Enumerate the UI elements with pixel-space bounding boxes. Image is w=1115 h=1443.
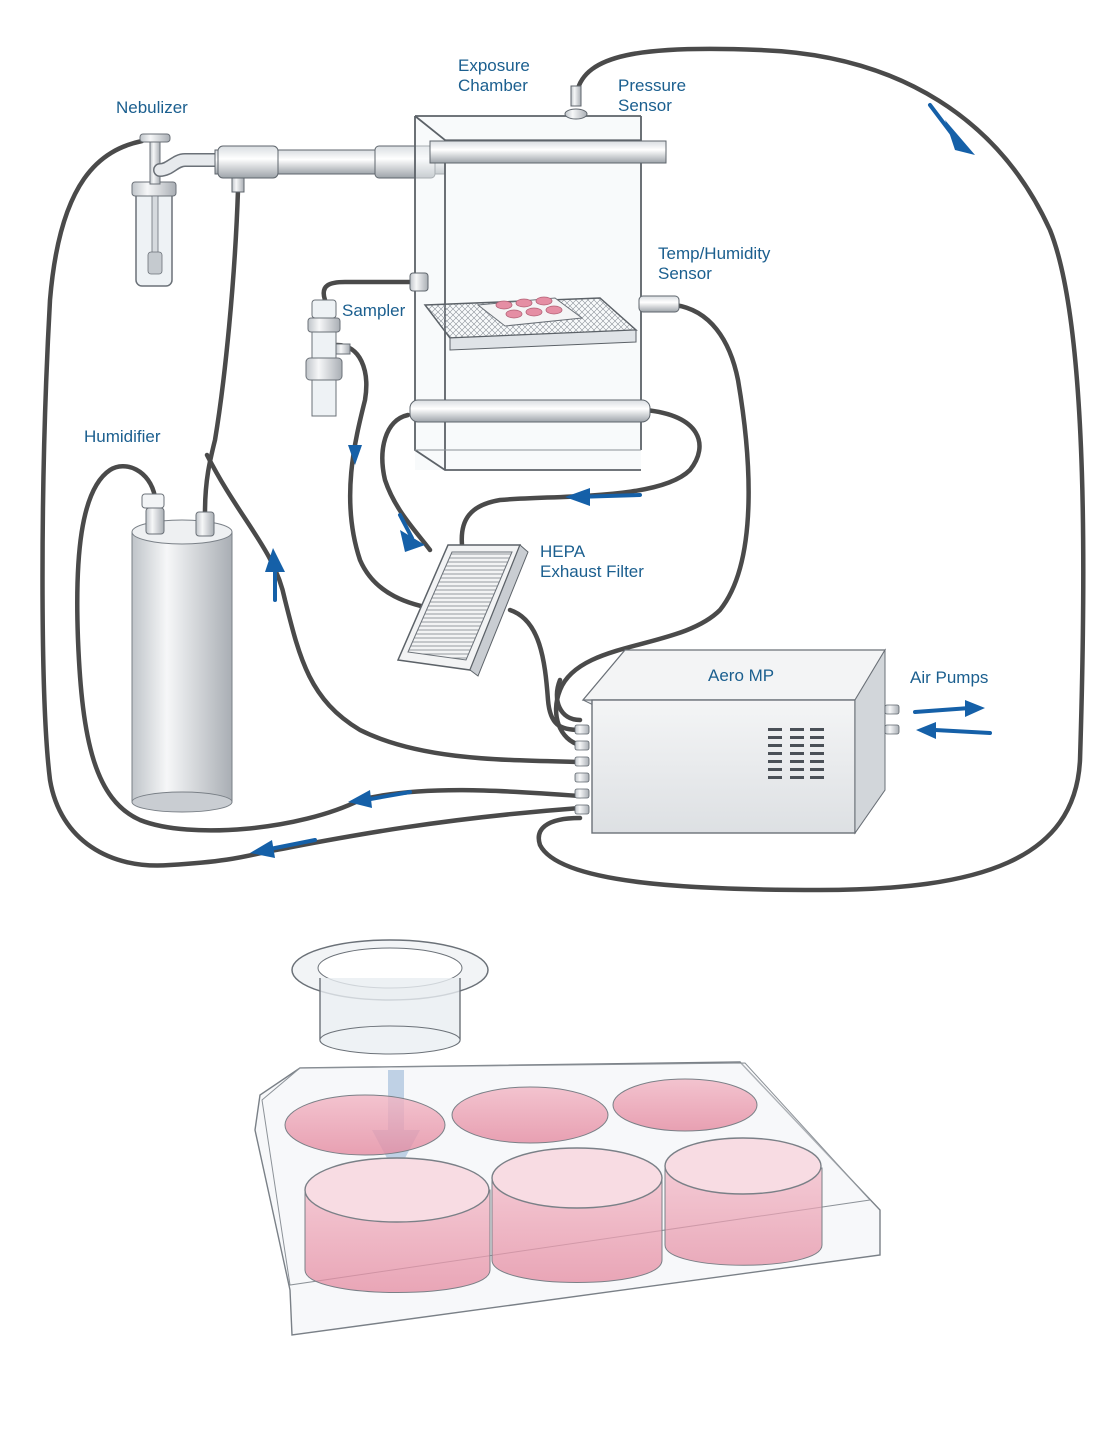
hepa-label-line2: Exhaust Filter bbox=[540, 562, 644, 581]
arrow-icon bbox=[250, 840, 275, 858]
vent-grille-icon bbox=[768, 728, 824, 779]
inlet-pipe bbox=[214, 145, 446, 193]
sampler-label: Sampler bbox=[342, 301, 406, 320]
six-well-plate bbox=[254, 1061, 881, 1336]
exposure-chamber-label: Exposure Chamber bbox=[458, 56, 530, 96]
well-row-back bbox=[284, 1078, 758, 1156]
temp-sensor-tube bbox=[553, 302, 751, 748]
aero-mp-unit bbox=[574, 648, 900, 835]
humidifier bbox=[131, 493, 233, 813]
exposure-chamber-label-line2: Chamber bbox=[458, 76, 528, 95]
humidifier-to-pipe-tube bbox=[202, 187, 241, 515]
arrow-icon bbox=[348, 445, 362, 465]
pressure-sensor-tube bbox=[536, 46, 1086, 893]
arrow-icon bbox=[400, 530, 425, 552]
filter-to-aero-tube bbox=[507, 607, 583, 733]
pressure-sensor-label: Pressure Sensor bbox=[618, 76, 686, 116]
exposure-chamber bbox=[409, 85, 680, 471]
nebulizer-supply-tube bbox=[40, 138, 583, 868]
arrow-icon bbox=[916, 722, 936, 739]
sampler-inlet-tube bbox=[321, 279, 413, 303]
aero-top-tube bbox=[554, 677, 583, 723]
tubing bbox=[40, 46, 1086, 893]
temp-humidity-label-line1: Temp/Humidity bbox=[658, 244, 771, 263]
arrow-icon bbox=[945, 120, 975, 155]
air-pumps-label: Air Pumps bbox=[910, 668, 989, 687]
humidifier-to-aero-tube bbox=[204, 452, 583, 765]
arrow-icon bbox=[265, 548, 285, 572]
hepa-filter bbox=[396, 544, 529, 677]
aero-mp-label: Aero MP bbox=[708, 666, 775, 685]
cell-culture-insert bbox=[291, 939, 489, 1055]
pressure-sensor-label-line1: Pressure bbox=[618, 76, 687, 95]
chamber-exhaust-tube bbox=[380, 412, 433, 553]
arrow-icon bbox=[348, 790, 372, 808]
pressure-sensor-label-line2: Sensor bbox=[618, 96, 672, 115]
hepa-label-line1: HEPA bbox=[540, 542, 586, 561]
flow-arrows bbox=[250, 120, 975, 858]
nebulizer-label: Nebulizer bbox=[116, 98, 188, 117]
temp-humidity-label-line2: Sensor bbox=[658, 264, 712, 283]
temp-humidity-sensor-label: Temp/Humidity Sensor bbox=[658, 244, 770, 284]
humidifier-label: Humidifier bbox=[84, 427, 161, 446]
arrow-icon bbox=[965, 700, 985, 717]
chamber-right-exhaust-tube bbox=[459, 407, 702, 548]
sampler bbox=[305, 299, 351, 417]
exposure-chamber-label-line1: Exposure bbox=[458, 56, 530, 75]
sampler-tube bbox=[334, 342, 443, 613]
well-row-front bbox=[304, 1137, 823, 1293]
nebulizer bbox=[131, 133, 225, 287]
hepa-exhaust-filter-label: HEPA Exhaust Filter bbox=[540, 542, 644, 582]
